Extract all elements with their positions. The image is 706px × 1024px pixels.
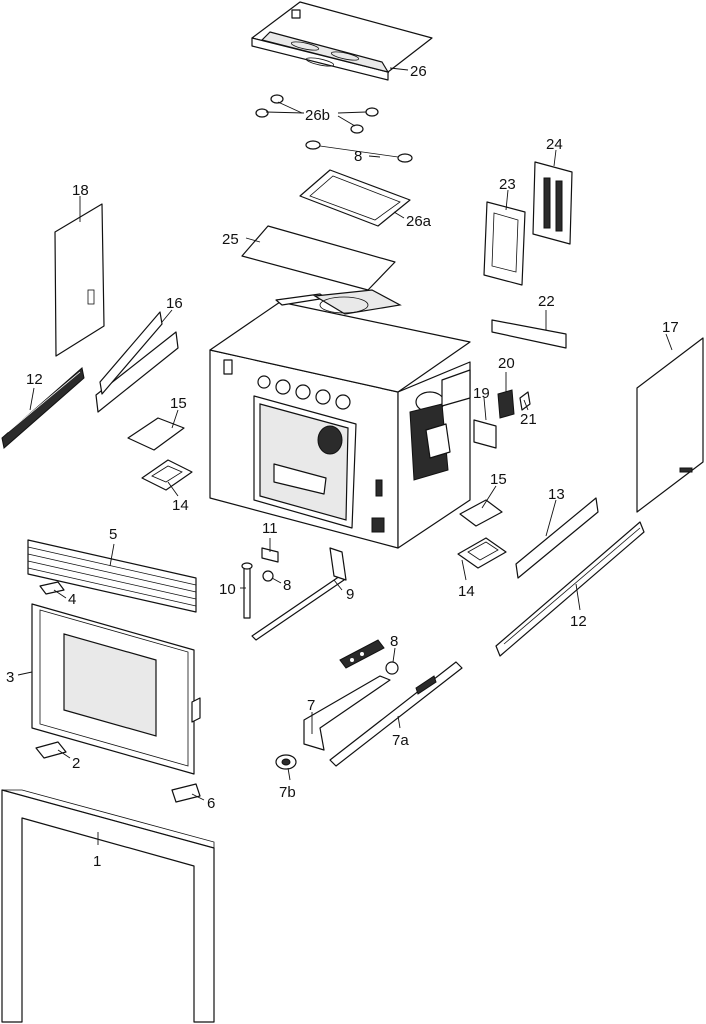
part-right-bracket-plate [459, 499, 503, 527]
part-flange [483, 201, 526, 286]
part-knob [275, 754, 297, 770]
part-gasket [299, 169, 411, 227]
part-latch [171, 783, 201, 803]
callout-12-left: 12 [26, 371, 43, 388]
callout-7: 7 [307, 697, 315, 714]
part-front-frame [1, 789, 215, 1023]
part-washer-lower [385, 661, 399, 675]
callout-22: 22 [538, 293, 555, 310]
part-control-bracket [473, 419, 497, 449]
part-lower-rail [329, 661, 463, 767]
callout-26a: 26a [406, 213, 432, 230]
callout-17: 17 [662, 319, 679, 336]
part-upper-hinge [39, 581, 65, 595]
callout-15-right: 15 [490, 471, 507, 488]
part-plate [241, 225, 396, 291]
callout-21: 21 [520, 411, 537, 428]
callout-15-left: 15 [170, 395, 187, 412]
part-left-slide [1, 367, 85, 449]
callout-25: 25 [222, 231, 239, 248]
callout-8-lower: 8 [390, 633, 398, 650]
callout-18: 18 [72, 182, 89, 199]
callout-19: 19 [473, 385, 490, 402]
part-clip [519, 391, 531, 411]
callout-14-left: 14 [172, 497, 189, 514]
part-oven-body [209, 289, 471, 549]
callout-26b: 26b [305, 107, 330, 124]
part-feet [255, 94, 379, 134]
part-top-cover [251, 1, 433, 81]
callout-23: 23 [499, 176, 516, 193]
callout-10: 10 [219, 581, 236, 598]
callout-labels: 1 2 3 4 5 6 7 7a 7b 8 8 8 9 10 11 12 12 … [6, 63, 679, 870]
callout-13: 13 [548, 486, 565, 503]
part-lower-bracket [303, 675, 391, 751]
callout-24: 24 [546, 136, 563, 153]
leader-lines [17, 67, 673, 845]
part-right-slide-bracket [515, 497, 599, 579]
part-grommet-strap [305, 140, 413, 163]
callout-3: 3 [6, 669, 14, 686]
callout-26: 26 [410, 63, 427, 80]
callout-14-right: 14 [458, 583, 475, 600]
part-pin [241, 562, 253, 619]
part-door-arm [251, 547, 347, 641]
callout-12-right: 12 [570, 613, 587, 630]
callout-20: 20 [498, 355, 515, 372]
part-left-bracket-plate [127, 417, 185, 451]
part-right-slide [495, 521, 645, 657]
callout-7a: 7a [392, 732, 409, 749]
part-valve-unit [497, 389, 515, 419]
part-left-side-panel [54, 203, 105, 357]
callout-2: 2 [72, 755, 80, 772]
callout-9: 9 [346, 586, 354, 603]
part-bracket-plate [532, 161, 573, 245]
part-door [31, 603, 201, 775]
part-right-side-panel [636, 337, 704, 513]
part-right-hinge-block [457, 537, 507, 569]
part-washer-left [262, 570, 274, 582]
part-left-slide-bracket [95, 311, 179, 413]
callout-7b: 7b [279, 784, 296, 801]
part-lower-hinge [35, 741, 67, 759]
part-control-panel [339, 639, 385, 669]
callout-4: 4 [68, 591, 76, 608]
callout-8-top: 8 [354, 148, 362, 165]
callout-8-middle: 8 [283, 577, 291, 594]
part-left-hinge-block [141, 459, 193, 491]
callout-1: 1 [93, 853, 101, 870]
callout-11: 11 [262, 520, 278, 537]
callout-6: 6 [207, 795, 215, 812]
part-rail [491, 319, 567, 349]
callout-16: 16 [166, 295, 183, 312]
part-small-bracket [261, 547, 279, 563]
part-trim-strip [27, 539, 197, 613]
callout-5: 5 [109, 526, 117, 543]
